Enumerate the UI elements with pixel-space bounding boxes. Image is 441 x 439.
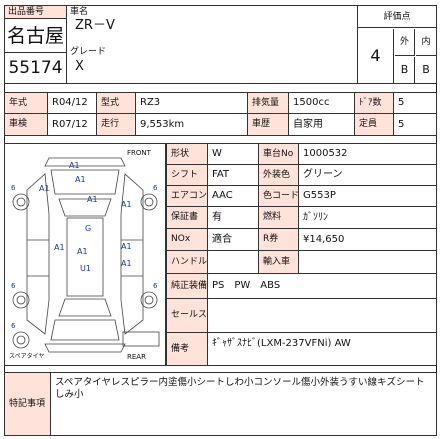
mileage-value: 9,553km [135, 113, 248, 136]
rating-block: 評価点 4 外 内 B B [357, 5, 437, 84]
damage-mark: U1 [80, 264, 91, 273]
remarks-text: スペアタイヤレスピラー内塗傷小シートしわ小コンソール傷小外装うすい線キズシートし… [50, 372, 437, 436]
handle-label: ハンドル [166, 250, 208, 274]
interior-grade: B [422, 63, 430, 76]
fuel-label: 燃料 [258, 206, 299, 229]
grade-label: グレード [70, 47, 107, 57]
damage-mark: A1 [87, 195, 98, 204]
color-value: グリーン [298, 164, 437, 186]
sales-value [207, 298, 437, 333]
type-value: RZ3 [135, 92, 248, 114]
damage-mark: A1 [121, 259, 132, 268]
color-code-value: G553P [298, 185, 437, 207]
warranty-label: 保証書 [166, 206, 208, 229]
color-code-label: 色コード [258, 185, 299, 207]
capacity-value: 5 [393, 113, 437, 136]
venue: 名古屋 [6, 25, 64, 47]
damage-diagram: FRONT REAR スペアタイヤ A1 A1 A1 A1 A1 G A1 A1… [4, 143, 166, 366]
shift-value: FAT [207, 164, 259, 186]
model-block: 車名 ZR－V グレード X [66, 5, 358, 84]
year-value: R04/12 [47, 92, 97, 114]
tire-mark: 6 [11, 322, 16, 330]
tire-mark: 6 [153, 184, 158, 192]
year-label: 年式 [4, 92, 48, 114]
damage-mark: A1 [121, 242, 132, 251]
options-label: 純正装備 [166, 273, 208, 299]
model-name: ZR－V [75, 18, 115, 33]
shape-label: 形状 [166, 143, 208, 165]
nox-label: NOx [166, 228, 208, 251]
notes-label: 備考 [166, 332, 208, 366]
tax-label: R券 [258, 228, 299, 251]
grade-value: X [75, 59, 84, 74]
car-outline-diagram [12, 157, 160, 353]
notes-value: ｷﾞｬｻﾞｽﾅﾋﾞ(LXM-237VFNi) AW [207, 332, 437, 366]
inspection-label: 車検 [4, 113, 48, 136]
ac-label: エアコン [166, 185, 208, 207]
inspection-value: R07/12 [47, 113, 97, 136]
damage-mark: A1 [39, 184, 50, 193]
model-label: 車名 [70, 7, 89, 17]
remarks-label: 特記事項 [4, 372, 51, 436]
tax-value: ¥14,650 [298, 228, 437, 251]
damage-mark: A1 [77, 247, 88, 256]
color-label: 外装色 [258, 164, 299, 186]
mileage-label: 走行 [96, 113, 136, 136]
type-label: 型式 [96, 92, 136, 114]
handle-value [207, 250, 259, 274]
exterior-grade: B [395, 57, 415, 83]
rating-label: 評価点 [358, 6, 436, 28]
rear-label: REAR [127, 353, 146, 361]
displacement-label: 排気量 [247, 92, 289, 114]
spare-label: スペアタイヤ [9, 353, 45, 360]
doors-label: ﾄﾞｱ数 [354, 92, 394, 114]
front-label: FRONT [127, 149, 151, 157]
import-label: 輸入車 [258, 250, 299, 274]
damage-mark: A1 [75, 175, 86, 184]
damage-mark: A1 [69, 161, 80, 170]
damage-mark: A1 [54, 243, 65, 252]
displacement-value: 1500cc [288, 92, 355, 114]
doors-value: 5 [393, 92, 437, 114]
damage-mark: G [85, 224, 92, 233]
tire-mark: 6 [11, 184, 16, 192]
warranty-value: 有 [207, 206, 259, 229]
options-value: PS PW ABS [207, 273, 437, 299]
ac-value: AAC [207, 185, 259, 207]
capacity-label: 定員 [354, 113, 394, 136]
chassis-value: 1000532 [298, 143, 437, 165]
tire-mark: 6 [153, 282, 158, 290]
import-value [298, 250, 437, 274]
lot-label: 出品番号 [5, 6, 66, 19]
fuel-value: ｶﾞｿﾘﾝ [298, 206, 437, 229]
nox-value: 適合 [207, 228, 259, 251]
damage-mark: A1 [121, 200, 132, 209]
rating-value: 4 [358, 29, 394, 83]
lot-block: 出品番号 名古屋 55174 [4, 5, 67, 84]
lot-number: 55174 [8, 58, 63, 78]
shape-value: W [207, 143, 259, 165]
sales-label: セールス [166, 298, 208, 333]
interior-label: 内 [416, 29, 436, 56]
shift-label: シフト [166, 164, 208, 186]
exterior-label: 外 [395, 29, 415, 56]
tire-mark: 6 [11, 282, 16, 290]
plate-value: 自家用 [288, 113, 355, 136]
plate-label: 車歴 [247, 113, 289, 136]
divider [5, 52, 66, 53]
chassis-label: 車台No [258, 143, 299, 165]
